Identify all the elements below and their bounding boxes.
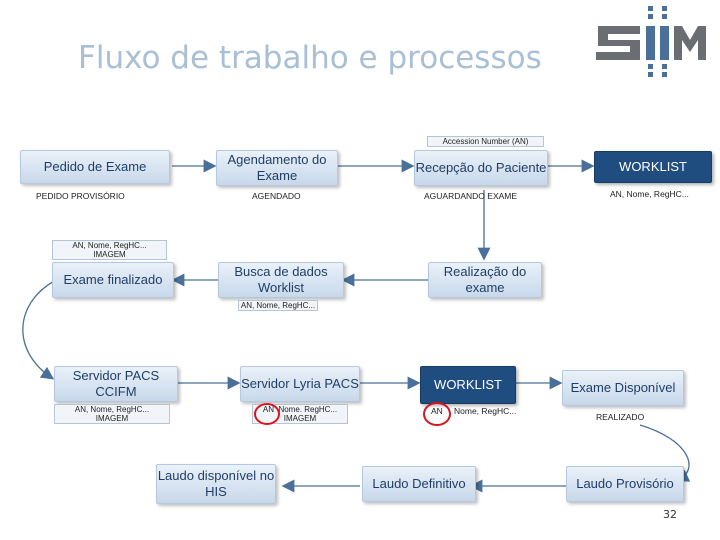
agendamento-status: AGENDADO bbox=[252, 191, 301, 201]
lyria-tag-rest: Nome. RegHC... bbox=[278, 405, 338, 414]
page-number: 32 bbox=[663, 508, 677, 521]
laudo-his-box: Laudo disponível no HIS bbox=[156, 464, 276, 504]
exame-finalizado-box: Exame finalizado bbox=[52, 262, 174, 298]
busca-worklist-box: Busca de dados Worklist bbox=[218, 262, 344, 298]
servidor-pacs-box: Servidor PACS CCIFM bbox=[54, 366, 178, 402]
worklist-box-top: WORKLIST bbox=[594, 151, 712, 183]
worklist-box-bottom: WORKLIST bbox=[420, 366, 516, 404]
pedido-exame-box: Pedido de Exame bbox=[20, 150, 170, 184]
realizacao-box: Realização do exame bbox=[428, 262, 542, 298]
pedido-status: PEDIDO PROVISÓRIO bbox=[36, 191, 125, 201]
arrow-finalizado-pacs bbox=[22, 277, 61, 380]
slide-title: Fluxo de trabalho e processos bbox=[78, 40, 542, 76]
agendamento-box: Agendamento do Exame bbox=[216, 150, 338, 186]
finalizado-tag: AN, Nome, RegHC... IMAGEM bbox=[52, 240, 167, 260]
worklist-an-highlight-circle bbox=[423, 402, 451, 426]
laudo-provisorio-box: Laudo Provisório bbox=[566, 466, 684, 502]
lyria-an-highlight-circle bbox=[254, 403, 280, 425]
pacs-tag: AN, Nome, RegHC... IMAGEM bbox=[54, 404, 170, 424]
laudo-definitivo-box: Laudo Definitivo bbox=[362, 466, 476, 502]
worklist-top-tag: AN, Nome, RegHC... bbox=[610, 189, 689, 199]
accession-number-tag: Accession Number (AN) bbox=[427, 136, 544, 147]
worklist-bottom-tag: Nome, RegHC... bbox=[454, 406, 517, 416]
servidor-lyria-box: Servidor Lyria PACS bbox=[240, 366, 360, 402]
recepcao-status: AGUARDANDO EXAME bbox=[424, 191, 518, 201]
siim-logo bbox=[596, 6, 706, 77]
realizado-status: REALIZADO bbox=[596, 412, 645, 422]
recepcao-box: Recepção do Paciente bbox=[414, 150, 548, 186]
lyria-tag-img: IMAGEM bbox=[283, 414, 317, 423]
busca-tag: AN, Nome, RegHC... bbox=[238, 300, 318, 311]
exame-disponivel-box: Exame Disponível bbox=[562, 370, 684, 406]
